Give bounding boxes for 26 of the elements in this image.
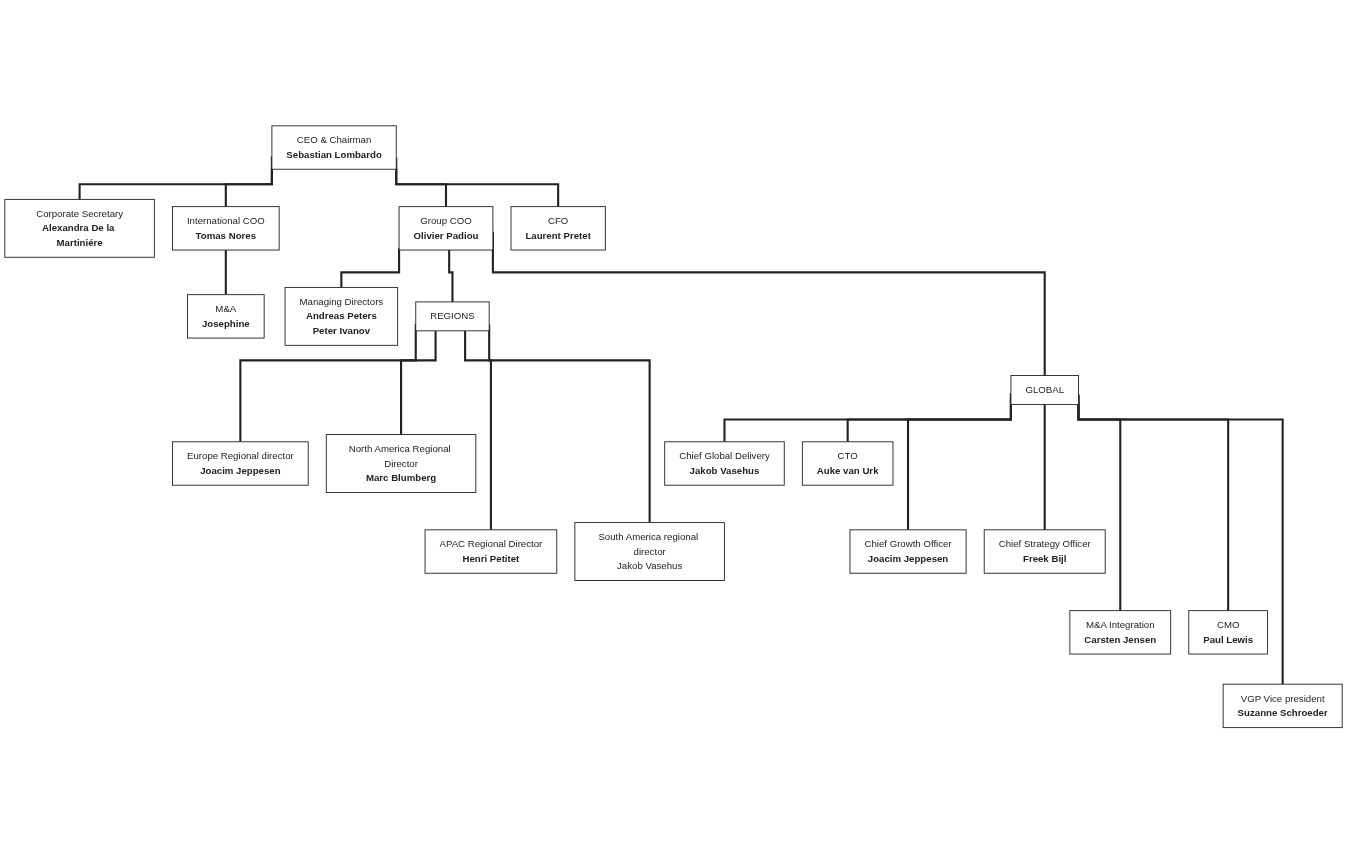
node-box: Managing Directors Andreas Peters Peter Ivanov: [284, 286, 399, 346]
node-box: Chief Growth Officer Joacim Jeppesen: [849, 529, 967, 574]
node-box: CMO Paul Lewis: [1188, 609, 1269, 655]
connector: [1043, 404, 1046, 531]
node-box: North America Regional Director Marc Blumberg: [325, 433, 477, 493]
node-box: CTO Auke van Urk: [801, 441, 894, 486]
connector: [400, 330, 437, 436]
node-box: South America regional director Jakob Vasehus: [574, 521, 725, 581]
node-box: M&A Josephine: [187, 294, 265, 339]
node-box: Corporate Secretary Alexandra De la Martiniére: [4, 198, 155, 258]
node-box: APAC Regional Director Henri Petitet: [424, 529, 558, 574]
node-box: M&A Integration Carsten Jensen: [1069, 609, 1172, 655]
node-box: Group COO Olivier Padiou: [398, 205, 494, 251]
node-box: VGP Vice president Suzanne Schroeder: [1222, 683, 1343, 728]
node-box: CEO & Chairman Sebastian Lombardo: [271, 125, 397, 170]
node-box: REGIONS: [415, 301, 490, 332]
node-box: International COO Tomas Nores: [172, 205, 280, 251]
connector: [224, 168, 273, 208]
node-box: GLOBAL: [1010, 374, 1079, 405]
node-box: Europe Regional director Joacim Jeppesen: [172, 441, 309, 486]
node-box: CFO Laurent Pretet: [510, 205, 606, 251]
connector: [464, 330, 492, 531]
connector: [224, 249, 227, 296]
node-box: Chief Strategy Officer Freek Bijl: [983, 529, 1106, 574]
node-box: Chief Global Delivery Jakob Vasehus: [664, 441, 785, 486]
connector: [448, 249, 454, 303]
